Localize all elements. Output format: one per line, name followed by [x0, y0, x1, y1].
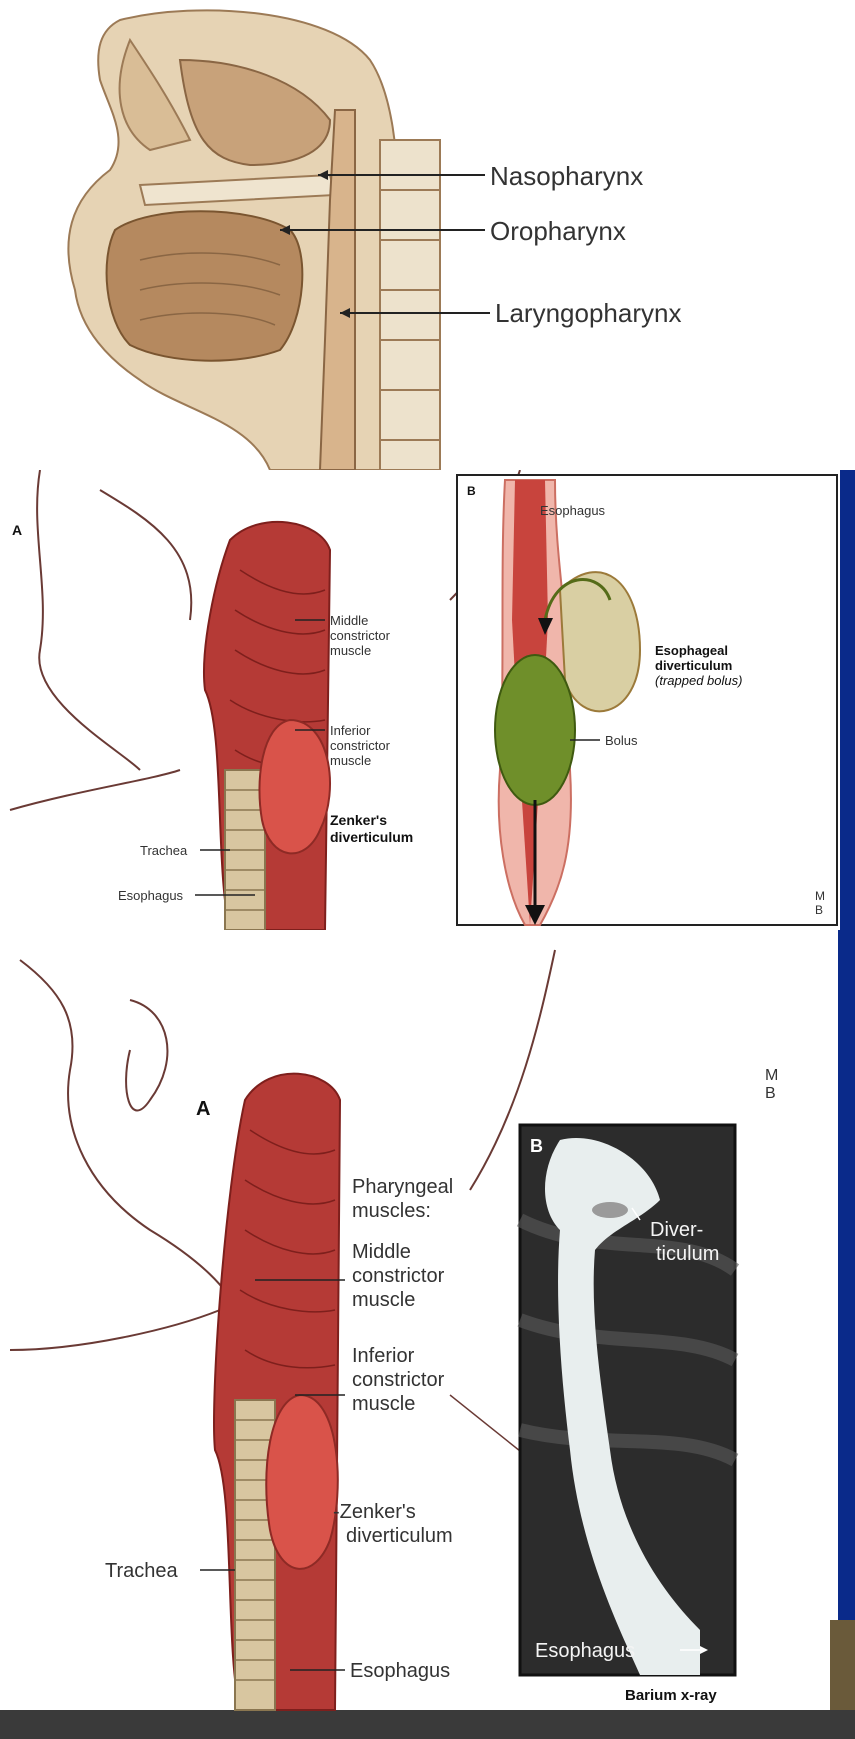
mayo-logo-small: M B	[815, 889, 828, 917]
bolus	[494, 654, 576, 806]
nasopharynx-label: Nasopharynx	[490, 161, 643, 191]
panel3-letter-b: B	[530, 1136, 543, 1156]
side-strip	[840, 470, 855, 930]
pharyngeal-muscle	[203, 520, 332, 930]
zenker-diagram-panel: A Middle constrictor muscle Inferior con…	[0, 470, 855, 930]
zenker-diverticulum-label: Zenker's diverticulum	[330, 812, 413, 845]
zenker-pouch-lower	[265, 1393, 339, 1570]
bolus-label: Bolus	[605, 733, 638, 748]
middle-constrictor-label-lower: Middle constrictor muscle	[352, 1241, 450, 1311]
barium-xray-caption: Barium x-ray	[625, 1687, 717, 1704]
esophageal-pouch	[558, 571, 642, 713]
trachea-label: Trachea	[140, 843, 188, 858]
esophagus-label: Esophagus	[118, 888, 184, 903]
zenker-xray-illustration: A Pharyngeal muscles: Middle constrictor…	[0, 930, 855, 1739]
laryngopharynx-label: Laryngopharynx	[495, 298, 681, 328]
xray-esophagus-label: Esophagus	[535, 1640, 635, 1662]
side-strip-lower	[838, 930, 855, 1710]
trachea-label-lower: Trachea	[105, 1560, 179, 1582]
esophagus-label-lower: Esophagus	[350, 1660, 450, 1682]
pharynx-sagittal-illustration: Nasopharynx Oropharynx Laryngopharynx	[0, 0, 855, 470]
panel3-letter-a: A	[196, 1098, 210, 1120]
inset-esophagus-label: Esophagus	[540, 503, 606, 518]
xray-diverticulum-label: Diver- ticulum	[650, 1219, 719, 1265]
mayo-logo: M B	[765, 1067, 783, 1102]
barium-column	[545, 1138, 700, 1675]
inferior-constrictor-label-lower: Inferior constrictor muscle	[352, 1345, 450, 1415]
tongue	[105, 210, 304, 362]
nose-shape	[118, 37, 192, 152]
pharyngeal-muscle-lower	[213, 1072, 342, 1711]
panel2-letter-b: B	[467, 484, 476, 498]
middle-constrictor-label: Middle constrictor muscle	[330, 613, 394, 658]
zenker-diagram-illustration: A Middle constrictor muscle Inferior con…	[0, 470, 855, 930]
pharynx-sagittal-panel: Nasopharynx Oropharynx Laryngopharynx	[0, 0, 855, 470]
panel2-letter-a: A	[12, 522, 22, 538]
bottom-bar	[0, 1710, 855, 1739]
oropharynx-label: Oropharynx	[490, 216, 626, 246]
zenker-diverticulum-label-lower: -Zenker's diverticulum	[333, 1501, 453, 1547]
inferior-constrictor-label: Inferior constrictor muscle	[330, 723, 394, 768]
esophageal-diverticulum-label: Esophageal diverticulum (trapped bolus)	[655, 643, 742, 688]
pharynx-tube	[318, 109, 356, 470]
nasal-cavity	[178, 58, 332, 167]
zenker-pouch	[258, 718, 331, 855]
cervical-spine	[379, 139, 441, 470]
zenker-xray-panel: A Pharyngeal muscles: Middle constrictor…	[0, 930, 855, 1739]
pharyngeal-muscles-label: Pharyngeal muscles:	[352, 1176, 459, 1222]
